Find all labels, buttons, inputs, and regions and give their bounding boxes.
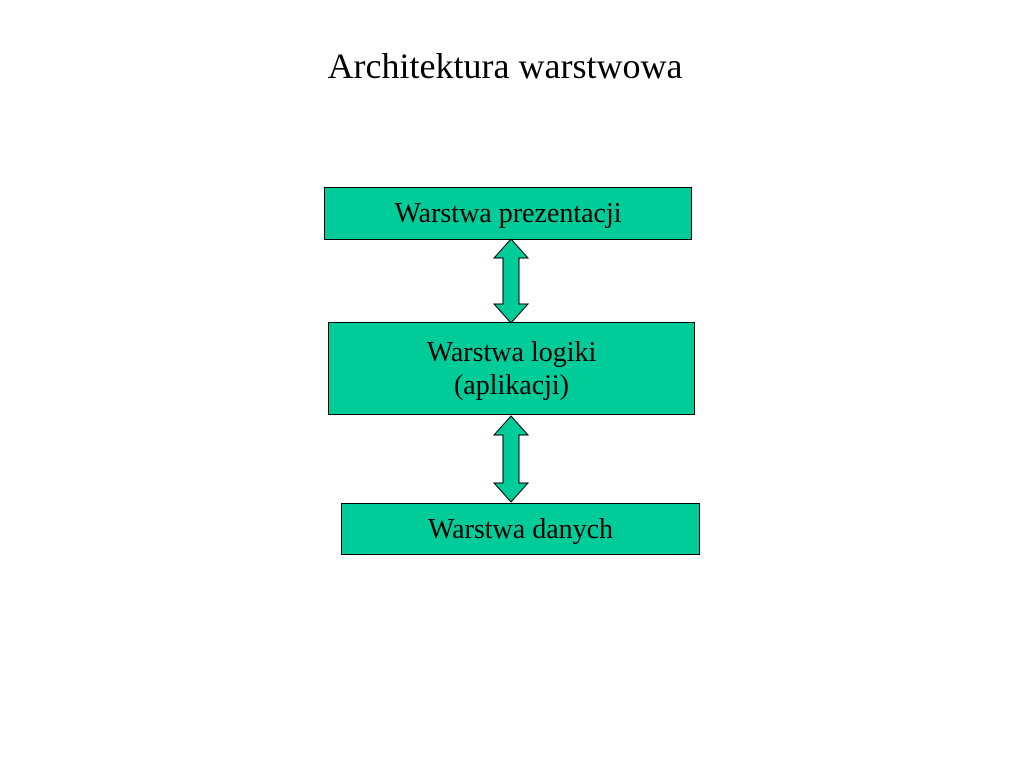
page-title: Architektura warstwowa <box>327 46 683 86</box>
double-arrow-icon <box>492 238 530 324</box>
logic-layer-sublabel: (aplikacji) <box>453 369 570 401</box>
presentation-layer-box: Warstwa prezentacji <box>324 187 692 240</box>
double-arrow-presentation-logic <box>492 238 530 324</box>
presentation-layer-label: Warstwa prezentacji <box>394 198 622 229</box>
double-arrow-logic-data <box>492 415 530 503</box>
logic-layer-text: Warstwa logiki (aplikacji) <box>427 336 597 402</box>
logic-layer-label: Warstwa logiki <box>426 336 597 368</box>
data-layer-label: Warstwa danych <box>427 513 614 545</box>
data-layer-box: Warstwa danych <box>341 503 700 555</box>
double-arrow-icon <box>492 415 530 503</box>
logic-layer-box: Warstwa logiki (aplikacji) <box>328 322 695 415</box>
